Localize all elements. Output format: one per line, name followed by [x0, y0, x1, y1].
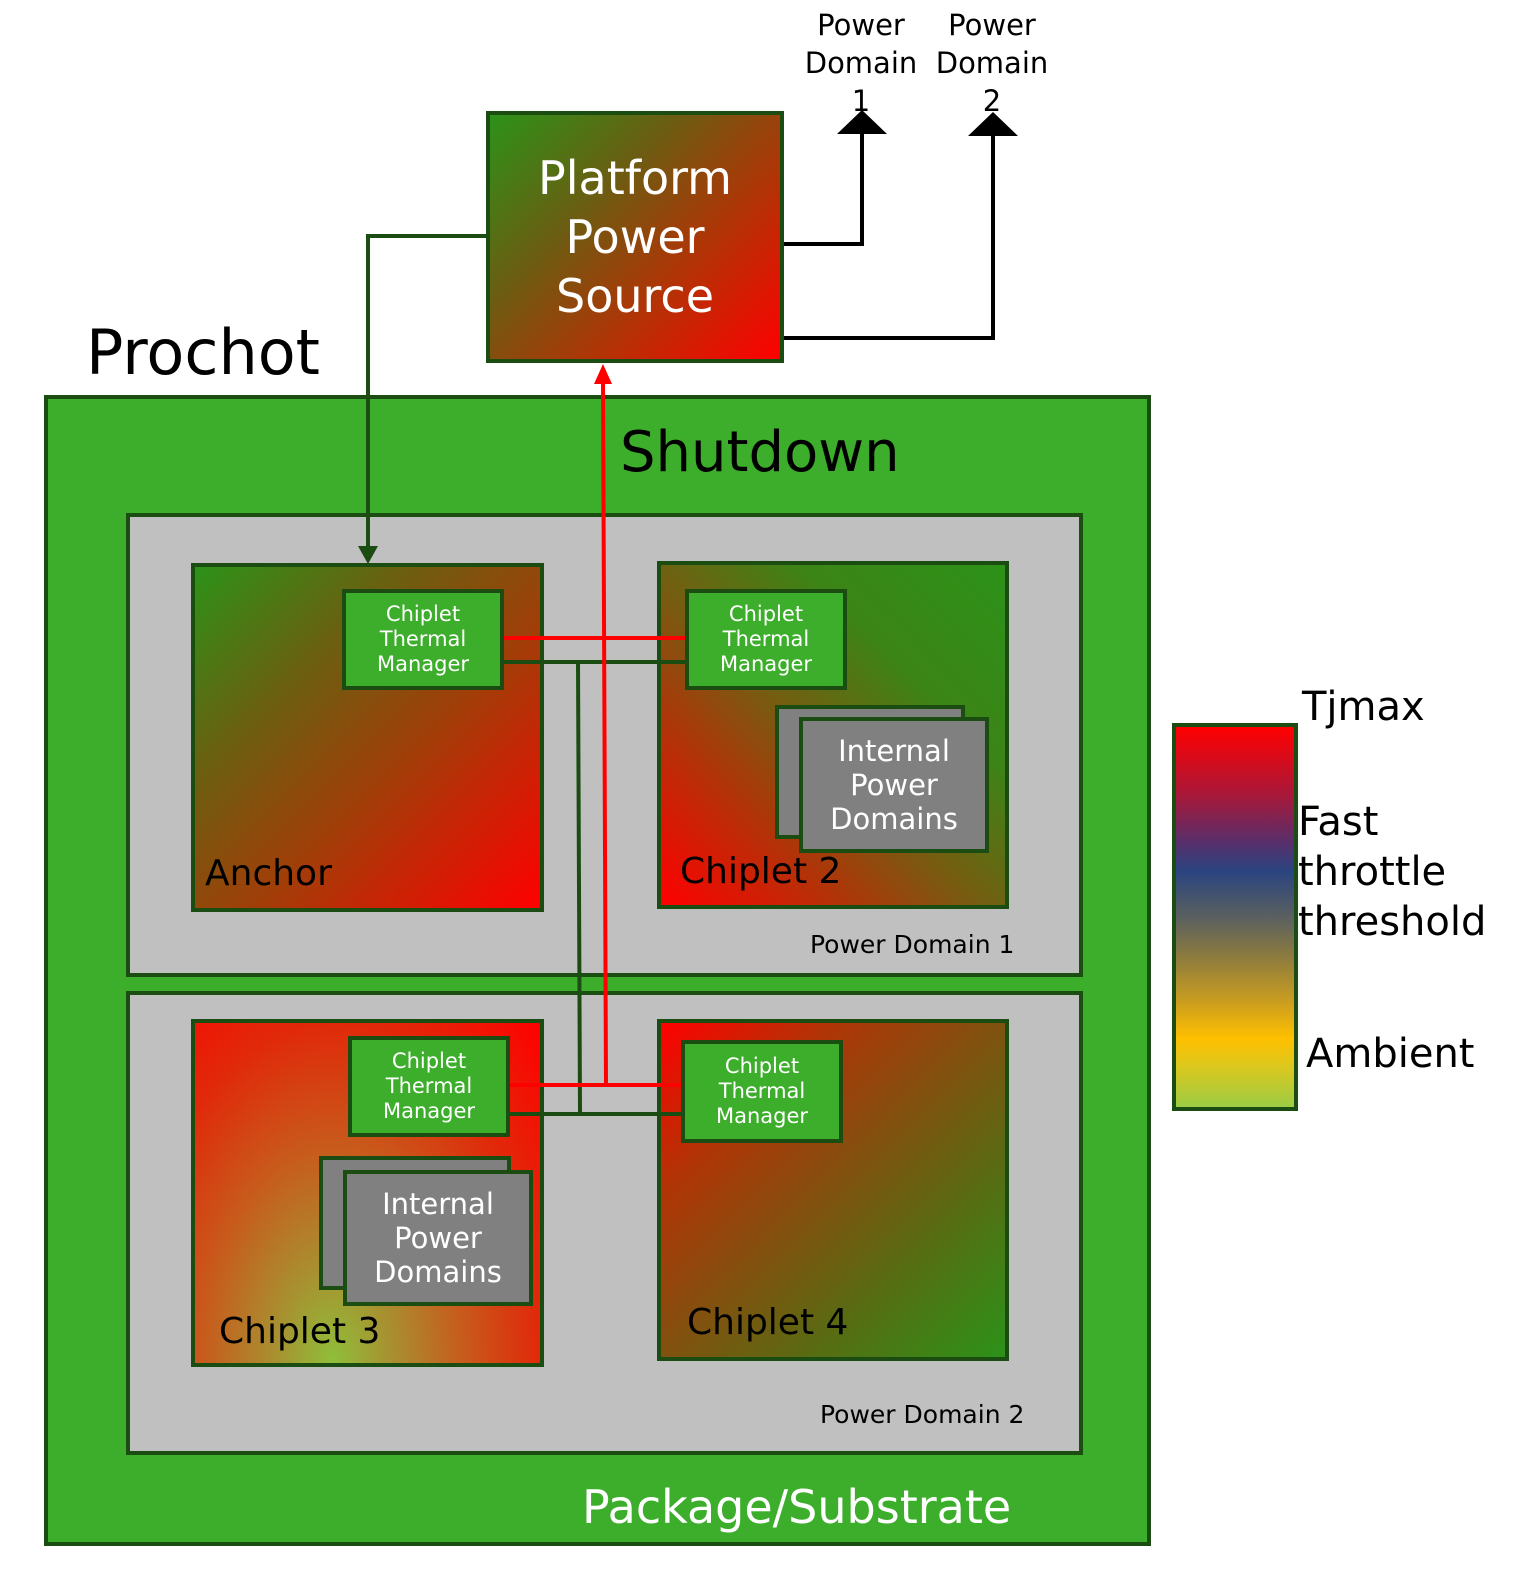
chiplet-anchor-label: Anchor [205, 853, 332, 894]
arrow-up-icon [594, 364, 612, 384]
prochot-label: Prochot [86, 316, 320, 389]
internal-power-domains-label: Internal Power Domains [374, 1187, 502, 1289]
thermal-manager-label: Chiplet Thermal Manager [715, 1054, 809, 1128]
temperature-legend-bar [1172, 723, 1298, 1111]
package-label: Package/Substrate [582, 1480, 1012, 1534]
shutdown-label: Shutdown [620, 420, 900, 485]
label-line: Domain [935, 46, 1049, 80]
chiplet-3-label: Chiplet 3 [219, 1311, 381, 1352]
label-line: Power [817, 8, 905, 42]
thermal-manager-chiplet-4: Chiplet Thermal Manager [681, 1040, 843, 1143]
label-line: 2 [982, 84, 1002, 118]
power-domain-2-output-label: Power Domain 2 [931, 6, 1053, 120]
power-domain-2-label: Power Domain 2 [820, 1400, 1025, 1429]
internal-power-domains-chiplet-2: Internal Power Domains [799, 717, 989, 853]
legend-ambient-label: Ambient [1306, 1031, 1475, 1077]
power-domain-1-output-label: Power Domain 1 [800, 6, 922, 120]
label-line: 1 [851, 84, 871, 118]
platform-power-source-label: Platform Power Source [538, 150, 732, 323]
thermal-manager-chiplet-3: Chiplet Thermal Manager [348, 1036, 510, 1137]
thermal-manager-anchor: Chiplet Thermal Manager [342, 589, 504, 690]
internal-power-domains-label: Internal Power Domains [830, 734, 958, 836]
thermal-manager-label: Chiplet Thermal Manager [719, 602, 813, 676]
legend-fast-throttle-label: Fast throttle threshold [1298, 799, 1487, 945]
thermal-manager-chiplet-2: Chiplet Thermal Manager [685, 589, 847, 690]
label-line: Power [948, 8, 1036, 42]
thermal-manager-label: Chiplet Thermal Manager [382, 1049, 476, 1123]
chiplet-2-label: Chiplet 2 [680, 851, 842, 892]
output-wire-power-domain-2 [784, 130, 995, 340]
power-domain-1-label: Power Domain 1 [810, 930, 1015, 959]
output-wire-power-domain-1 [784, 130, 864, 246]
platform-power-source: Platform Power Source [486, 111, 784, 363]
thermal-manager-label: Chiplet Thermal Manager [376, 602, 470, 676]
label-line: Domain [804, 46, 918, 80]
legend-tjmax-label: Tjmax [1302, 684, 1425, 730]
internal-power-domains-chiplet-3: Internal Power Domains [343, 1170, 533, 1306]
chiplet-4-label: Chiplet 4 [687, 1302, 849, 1343]
